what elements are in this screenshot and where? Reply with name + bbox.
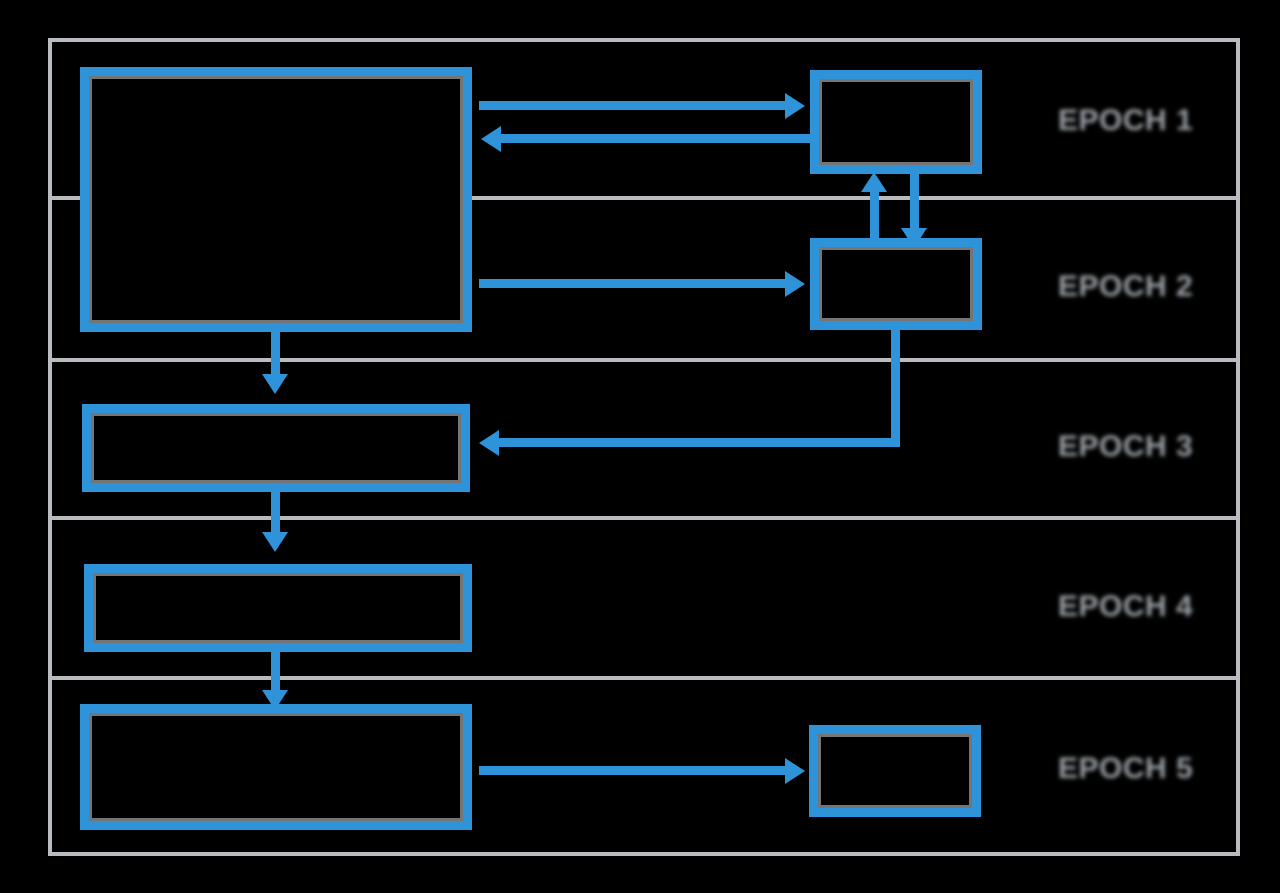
swimlane-frame [48, 38, 1240, 856]
node-fifth-right-inner-border [818, 734, 972, 808]
connector-main-to-topright-line [479, 101, 790, 110]
lane-label-epoch-4: EPOCH 4 [1058, 590, 1194, 623]
connector-secondright-to-topright-arrowhead [861, 172, 887, 192]
connector-secondright-to-topright-line [870, 180, 879, 242]
lane-divider-1 [48, 196, 1240, 200]
node-second-right[interactable] [810, 238, 982, 330]
connector-secondright-to-thirdleft-horizontal [498, 438, 900, 447]
connector-fifthleft-to-fifthright-line [479, 766, 790, 775]
node-main[interactable] [80, 67, 472, 332]
connector-topright-to-main-line [500, 134, 810, 143]
connector-main-to-secondright-line [479, 279, 790, 288]
connector-thirdleft-to-fourthleft-arrowhead [262, 532, 288, 552]
lane-label-epoch-1: EPOCH 1 [1058, 104, 1194, 137]
node-second-right-label [886, 247, 906, 253]
connector-topright-to-secondright-line [910, 172, 919, 232]
node-fourth-left-label [268, 573, 288, 579]
node-second-right-inner-border [819, 247, 973, 321]
node-fifth-left[interactable] [80, 704, 472, 830]
connector-secondright-to-thirdleft-vertical [891, 330, 900, 442]
node-fourth-left-inner-border [93, 573, 463, 643]
connector-fourthleft-to-fifthleft-line [271, 650, 280, 694]
connector-main-to-thirdleft-line [271, 332, 280, 380]
lane-label-epoch-5: EPOCH 5 [1058, 752, 1194, 785]
lane-divider-2 [48, 358, 1240, 362]
connector-main-to-thirdleft-arrowhead [262, 374, 288, 394]
node-third-left[interactable] [82, 404, 470, 492]
connector-thirdleft-to-fourthleft-line [271, 490, 280, 538]
connector-main-to-secondright-arrowhead [785, 271, 805, 297]
connector-secondright-to-thirdleft-arrowhead [479, 430, 499, 456]
lane-label-epoch-2: EPOCH 2 [1058, 270, 1194, 303]
lane-divider-3 [48, 516, 1240, 520]
lane-divider-4 [48, 676, 1240, 680]
node-top-right-inner-border [819, 79, 973, 165]
node-main-label [266, 76, 286, 82]
node-fifth-left-label [266, 713, 286, 719]
connector-main-to-topright-arrowhead [785, 93, 805, 119]
node-third-left-label [266, 413, 286, 419]
node-third-left-inner-border [91, 413, 461, 483]
connector-topright-to-main-arrowhead [481, 126, 501, 152]
node-main-inner-border [89, 76, 463, 323]
node-fourth-left[interactable] [84, 564, 472, 652]
node-fifth-right[interactable] [809, 725, 981, 817]
node-top-right[interactable] [810, 70, 982, 174]
connector-fifthleft-to-fifthright-arrowhead [785, 758, 805, 784]
lane-label-epoch-3: EPOCH 3 [1058, 430, 1194, 463]
node-fifth-right-label [885, 734, 905, 740]
node-top-right-label [886, 79, 906, 85]
node-fifth-left-inner-border [89, 713, 463, 821]
